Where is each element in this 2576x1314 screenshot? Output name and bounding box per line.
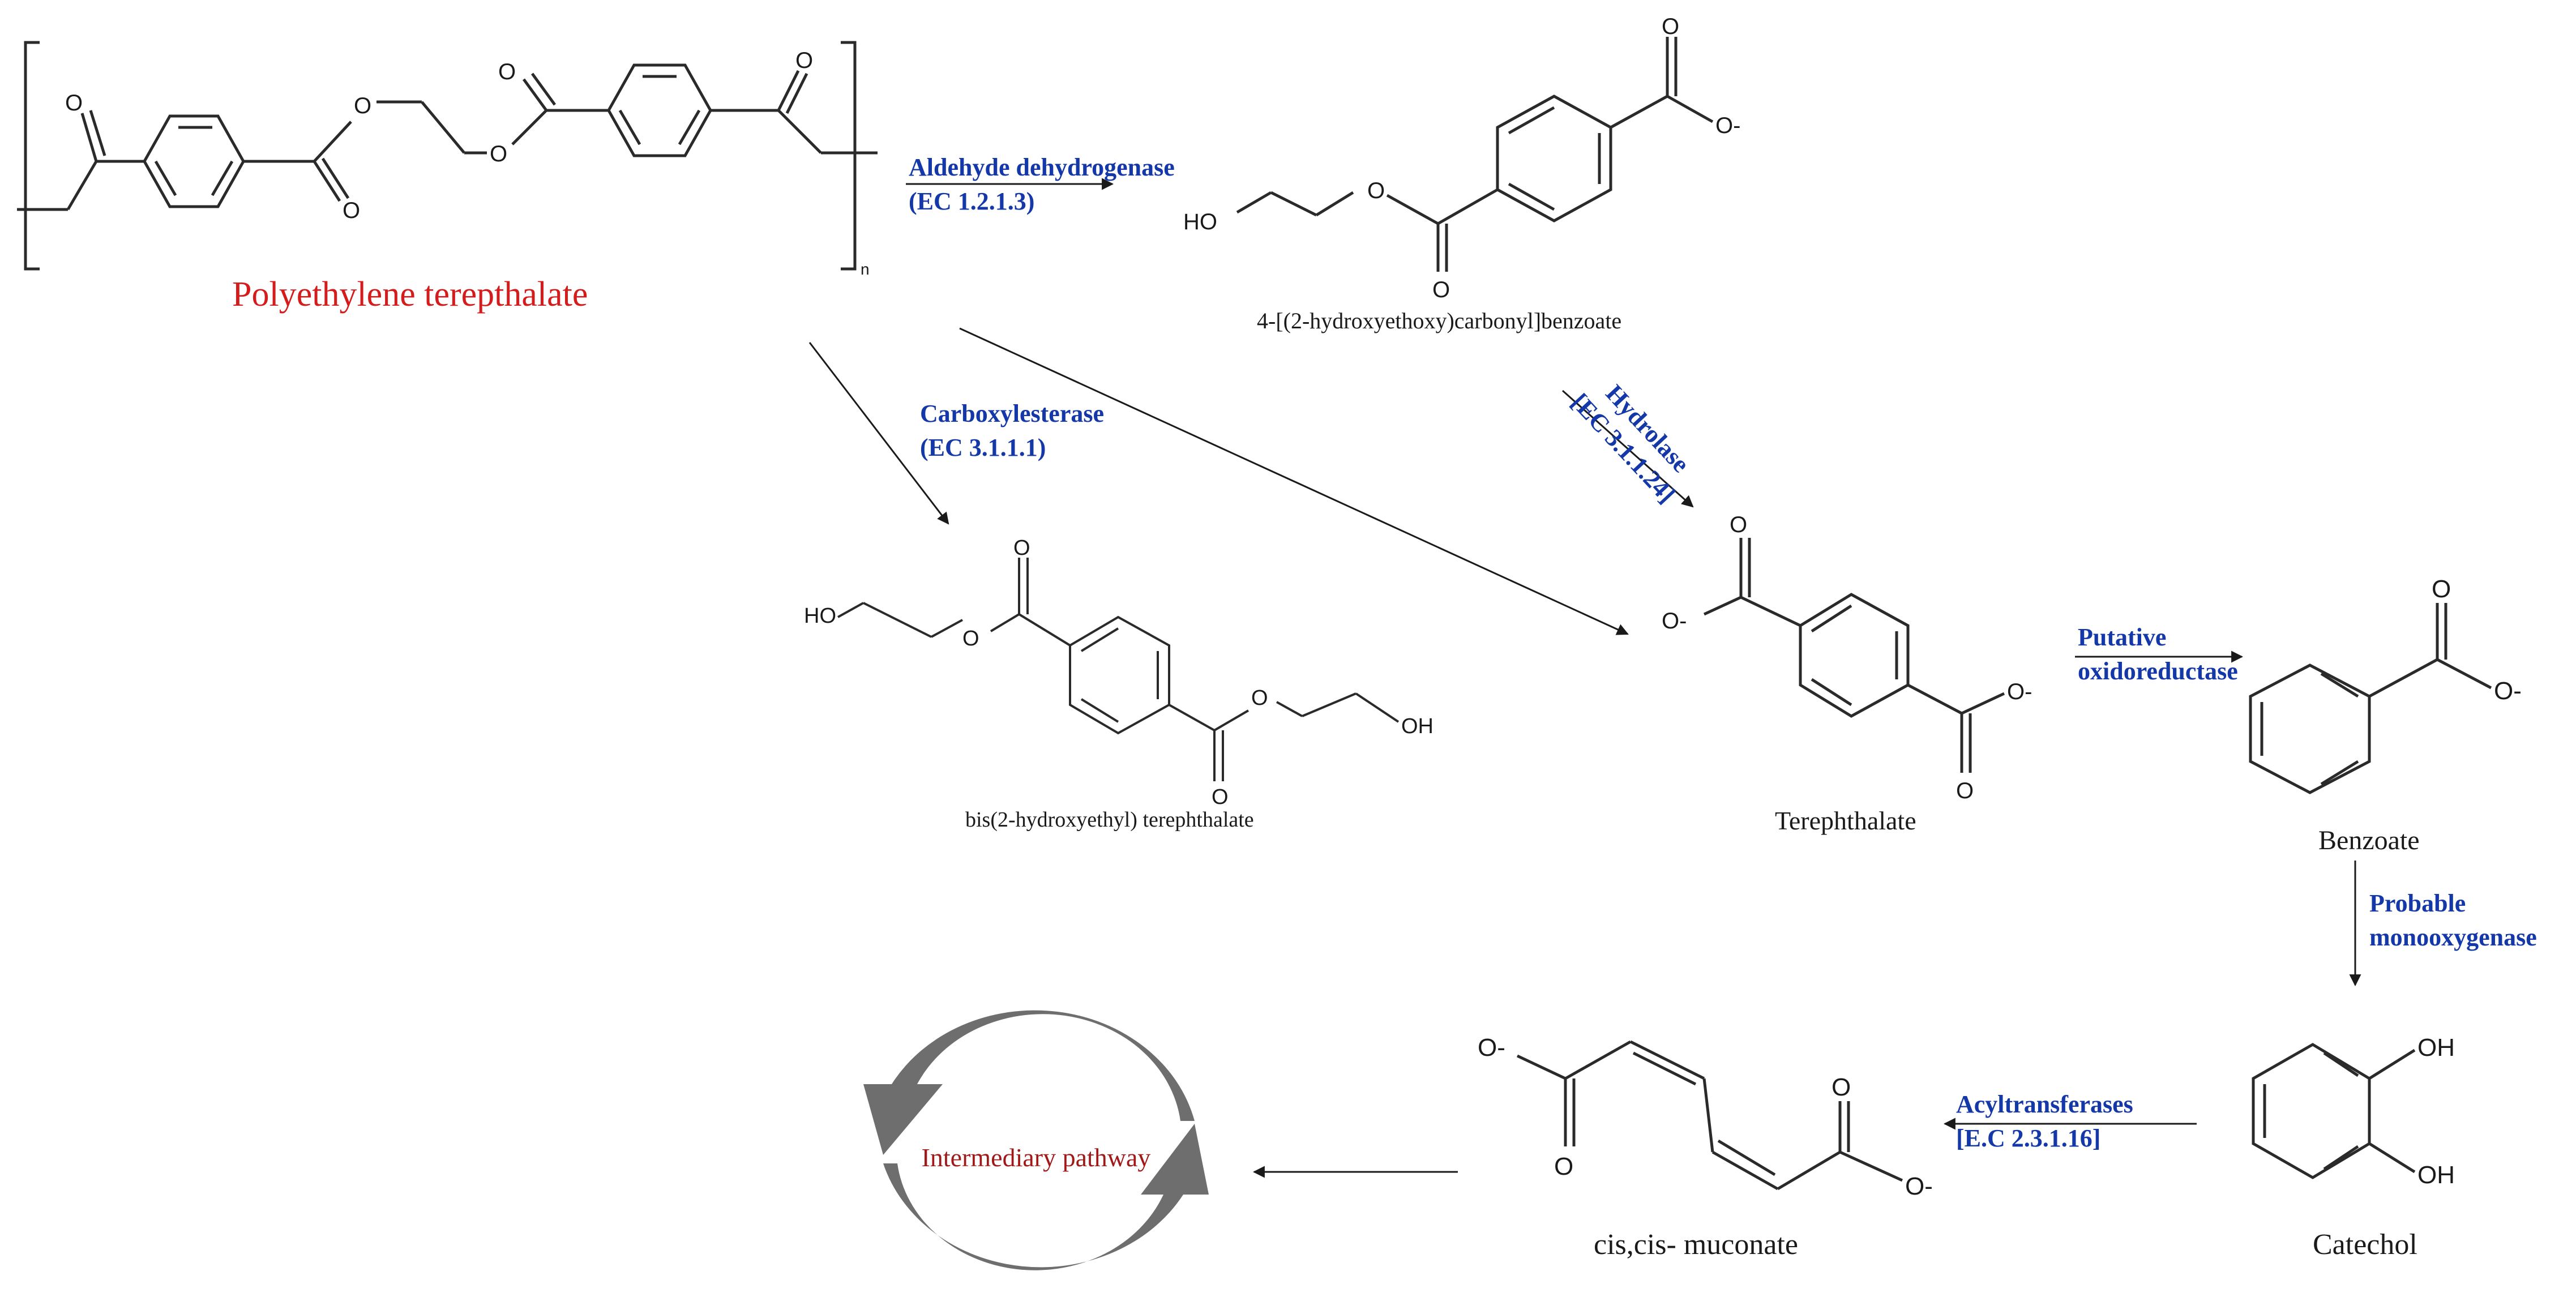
bhet-atom-o: O bbox=[1013, 536, 1030, 560]
enzyme-label-carboxylesterase: Carboxylesterase bbox=[920, 400, 1104, 427]
enzyme-label-carboxylesterase-ec: (EC 3.1.1.1) bbox=[920, 434, 1046, 461]
tpa-atom-o-minus: O- bbox=[1662, 609, 1687, 634]
cycle-label: Intermediary pathway bbox=[922, 1143, 1151, 1172]
pet-atom-o: O bbox=[498, 59, 516, 84]
enzyme-label-aldehyde-dehydrogenase-ec: (EC 1.2.1.3) bbox=[909, 187, 1034, 215]
enzyme-label-acyltransferases: Acyltransferases bbox=[1956, 1090, 2133, 1118]
pet-atom-o: O bbox=[354, 93, 371, 118]
pet-atom-o: O bbox=[490, 142, 507, 166]
mhet-atom-o: O bbox=[1662, 14, 1679, 39]
intermediary-cycle bbox=[863, 1010, 1209, 1270]
enzyme-label-putative: Putative bbox=[2078, 623, 2166, 651]
bhet-atom-ho: HO bbox=[804, 604, 836, 628]
mhet-atom-o: O bbox=[1432, 277, 1450, 302]
catechol-atom-oh: OH bbox=[2417, 1034, 2455, 1062]
muconate-structure bbox=[1516, 1040, 1903, 1191]
pet-structure bbox=[17, 41, 878, 271]
enzyme-label-probable: Probable bbox=[2369, 889, 2466, 917]
mhet-structure bbox=[1236, 37, 1714, 272]
compound-name-bhet: bis(2-hydroxyethyl) terephthalate bbox=[965, 808, 1254, 832]
tpa-atom-o: O bbox=[1730, 512, 1747, 537]
mhet-atom-o: O bbox=[1367, 178, 1385, 203]
bhet-atom-o: O bbox=[1212, 785, 1229, 809]
bhet-atom-oh: OH bbox=[1401, 714, 1434, 738]
catechol-atom-oh: OH bbox=[2417, 1161, 2455, 1189]
enzyme-label-oxidoreductase: oxidoreductase bbox=[2078, 657, 2238, 685]
tpa-atom-o: O bbox=[1956, 778, 1974, 803]
bhet-structure bbox=[837, 558, 1400, 781]
enzyme-label-monooxygenase: monooxygenase bbox=[2369, 923, 2537, 951]
right-bracket bbox=[841, 41, 857, 271]
pet-atom-o: O bbox=[795, 48, 813, 73]
terephthalate-structure bbox=[1703, 538, 2005, 773]
pet-atom-o: O bbox=[343, 198, 360, 223]
cycle-arrow-top bbox=[863, 1010, 1195, 1155]
arrow-mhet-to-terephthalate bbox=[1562, 390, 1694, 508]
muconate-atom-o-minus: O- bbox=[1478, 1034, 1505, 1062]
enzyme-label-acyltransferases-ec: [E.C 2.3.1.16] bbox=[1956, 1124, 2100, 1152]
mhet-atom-ho: HO bbox=[1183, 209, 1217, 234]
arrow-pet-to-bhet bbox=[808, 342, 949, 525]
benzoate-structure bbox=[2249, 603, 2492, 794]
compound-name-terephthalate: Terephthalate bbox=[1775, 806, 1916, 835]
pet-atom-o: O bbox=[65, 91, 83, 115]
compound-name-pet: Polyethylene terepthalate bbox=[232, 275, 588, 314]
left-bracket bbox=[24, 41, 40, 271]
muconate-atom-o-minus: O- bbox=[1905, 1172, 1933, 1200]
benzoate-atom-o-minus: O- bbox=[2494, 677, 2522, 705]
benzoate-atom-o: O bbox=[2432, 575, 2451, 603]
pet-subscript-n: n bbox=[861, 260, 870, 278]
reaction-arrows bbox=[808, 178, 2361, 1178]
arrow-pet-to-terephthalate bbox=[959, 327, 1629, 635]
catechol-structure bbox=[2252, 1043, 2416, 1179]
muconate-atom-o: O bbox=[1554, 1153, 1573, 1180]
bhet-atom-o: O bbox=[1251, 686, 1268, 710]
compound-name-benzoate: Benzoate bbox=[2318, 825, 2420, 855]
tpa-atom-o-minus: O- bbox=[2007, 679, 2032, 704]
compound-name-mhet: 4-[(2-hydroxyethoxy)carbonyl]benzoate bbox=[1257, 308, 1621, 333]
compound-name-muconate: cis,cis- muconate bbox=[1594, 1229, 1798, 1261]
mhet-atom-o-minus: O- bbox=[1715, 113, 1740, 138]
enzyme-label-aldehyde-dehydrogenase: Aldehyde dehydrogenase bbox=[909, 153, 1175, 181]
bhet-atom-o: O bbox=[962, 627, 979, 650]
compound-name-catechol: Catechol bbox=[2313, 1229, 2417, 1261]
muconate-atom-o: O bbox=[1832, 1073, 1851, 1101]
